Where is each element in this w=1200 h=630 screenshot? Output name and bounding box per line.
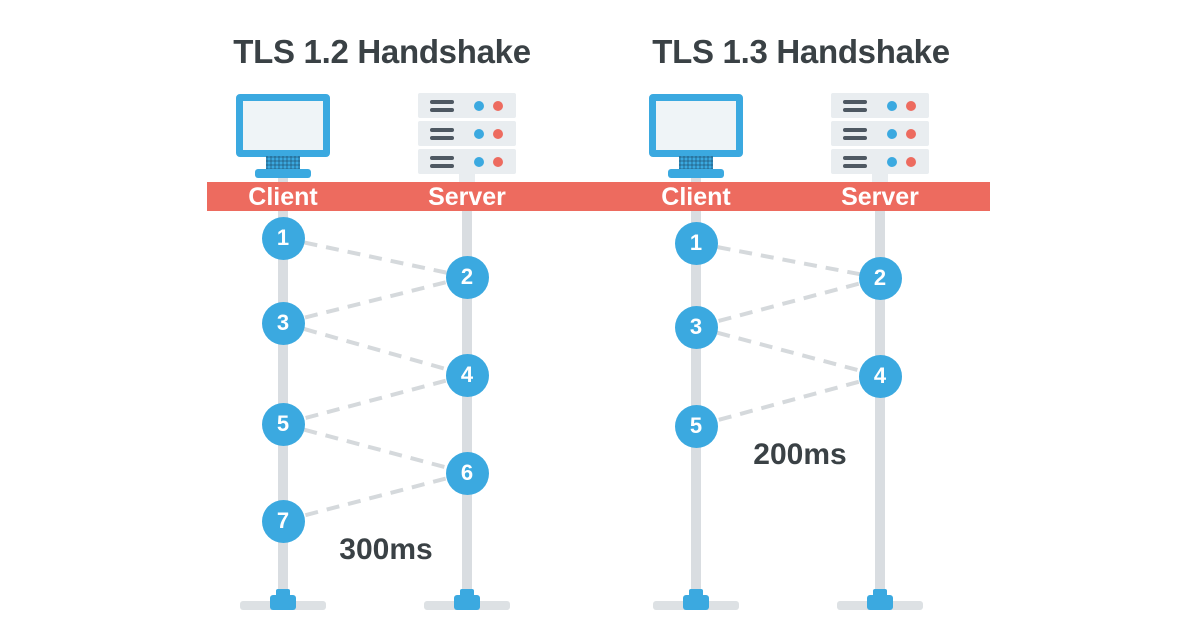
rack-vent-bar [430,100,454,104]
blue-indicator-dot [887,101,897,111]
red-indicator-dot [906,129,916,139]
client-monitor-icon [236,94,330,157]
message-dash-line [282,275,468,325]
step-circle: 5 [261,402,305,446]
lifeline-plug-body [270,595,296,610]
rack-vent-bar [430,156,454,160]
step-circle: 4 [445,353,489,397]
step-circle: 5 [674,404,718,448]
rack-vent-bar [430,136,454,140]
diagram-title-tls13: TLS 1.3 Handshake [652,33,950,70]
blue-indicator-dot [887,157,897,167]
client-label: Client [248,183,318,211]
step-circle: 2 [858,256,902,300]
rack-vent-bar [843,128,867,132]
message-dash-line [282,321,468,377]
rack-vent-bar [843,164,867,168]
rack-vent-bar [430,164,454,168]
server-rack-icon-unit [831,121,929,146]
step-circle: 3 [261,301,305,345]
monitor-stand-base [255,169,311,178]
client-lifeline [278,176,288,595]
message-dash-line [282,471,468,523]
blue-indicator-dot [474,101,484,111]
lifeline-plug [460,589,474,597]
step-circle: 1 [674,221,718,265]
red-indicator-dot [493,129,503,139]
message-dash-line [695,241,881,280]
lifeline-plug [689,589,703,597]
rack-vent-bar [843,108,867,112]
blue-indicator-dot [474,129,484,139]
monitor-stand-neck [679,156,713,170]
rack-foot-tab [459,174,475,183]
rack-vent-bar [843,156,867,160]
rack-vent-bar [843,136,867,140]
lifeline-plug [276,589,290,597]
lifeline-plug [873,589,887,597]
step-circle: 2 [445,255,489,299]
rack-vent-bar [430,128,454,132]
message-dash-line [695,276,881,329]
blue-indicator-dot [474,157,484,167]
blue-indicator-dot [887,129,897,139]
server-rack-icon-unit [418,149,516,174]
server-rack-icon-unit [418,93,516,118]
red-indicator-dot [493,157,503,167]
message-dash-line [282,236,468,279]
message-dash-line [695,374,881,428]
message-dash-line [282,373,468,426]
lifeline-plug-body [867,595,893,610]
server-rack-icon-unit [418,121,516,146]
server-rack-icon-unit [831,149,929,174]
monitor-stand-neck [266,156,300,170]
monitor-stand-base [668,169,724,178]
rack-vent-bar [843,100,867,104]
client-label: Client [661,183,731,211]
server-rack-icon-unit [831,93,929,118]
step-circle: 1 [261,216,305,260]
lifeline-plug-body [454,595,480,610]
step-circle: 6 [445,451,489,495]
message-dash-line [695,325,881,378]
client-monitor-icon [649,94,743,157]
actor-band [207,182,990,211]
rtt-label-tls12: 300ms [339,533,433,566]
step-circle: 3 [674,305,718,349]
rack-foot-tab [872,174,888,183]
server-label: Server [841,183,919,211]
rtt-label-tls13: 200ms [753,438,847,471]
lifeline-plug-body [683,595,709,610]
red-indicator-dot [906,157,916,167]
step-circle: 7 [261,499,305,543]
red-indicator-dot [493,101,503,111]
red-indicator-dot [906,101,916,111]
step-circle: 4 [858,354,902,398]
rack-vent-bar [430,108,454,112]
message-dash-line [282,422,468,475]
diagram-title-tls12: TLS 1.2 Handshake [233,33,531,70]
client-lifeline [691,176,701,595]
server-label: Server [428,183,506,211]
